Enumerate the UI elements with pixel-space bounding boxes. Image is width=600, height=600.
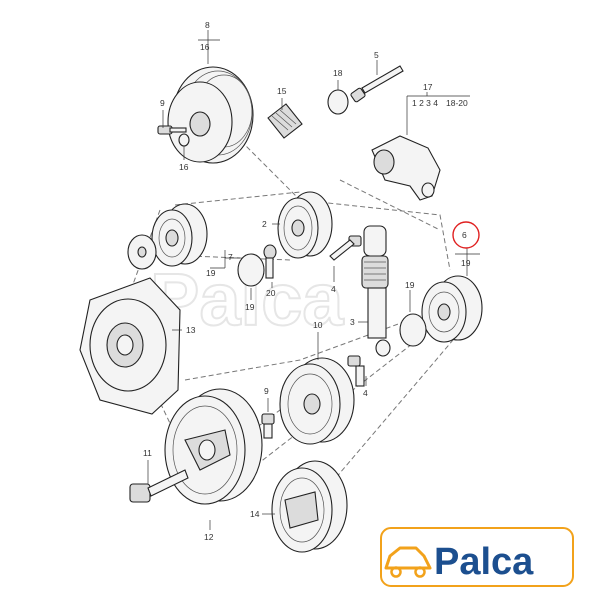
callout-16-top: 16: [200, 42, 210, 52]
washer-part-16: [178, 133, 190, 147]
crankshaft-pulley-part-12: [164, 388, 263, 505]
callout-19-center: 19: [245, 302, 255, 312]
callout-18: 18: [333, 68, 343, 78]
callout-12: 12: [204, 532, 214, 542]
highlight-circle-part-6: [452, 221, 480, 249]
callout-16-washer: 16: [179, 162, 189, 172]
bolt-part-4-upper: [329, 235, 362, 261]
ribbed-belt-part-15: [267, 103, 303, 139]
callout-10: 10: [313, 320, 323, 330]
car-icon: [384, 546, 432, 578]
callout-6: 6: [462, 230, 467, 240]
water-pump-part-13: [79, 277, 181, 415]
dust-cover-part-19-center: [237, 253, 265, 287]
logo-text: Palca: [434, 541, 534, 583]
callout-labels: 8 16 9 16 15 18 5 17 1 2 3 4 18-20 2 7 1…: [143, 20, 471, 542]
callout-5: 5: [374, 50, 379, 60]
callout-8: 8: [205, 20, 210, 30]
callout-11: 11: [143, 448, 152, 458]
tensioner-bracket-part-17: [371, 135, 441, 201]
callout-14: 14: [250, 509, 260, 519]
bolt-part-9-top: [157, 125, 187, 135]
callout-4-upper: 4: [331, 284, 336, 294]
bolt-part-4-lower: [347, 355, 365, 387]
callout-19-left: 19: [206, 268, 216, 278]
bolt-part-9-lower: [261, 413, 275, 439]
palca-logo: Palca: [380, 527, 574, 587]
callout-4-lower: 4: [363, 388, 368, 398]
dust-cover-part-19-right: [399, 313, 427, 347]
callout-3: 3: [350, 317, 355, 327]
callout-17: 17: [423, 82, 433, 92]
tensioner-damper-part-3: [361, 225, 391, 357]
compressor-pulley-part-14: [271, 460, 348, 553]
idler-pulley-part-7: [151, 203, 208, 267]
callout-9-top: 9: [160, 98, 165, 108]
callout-20: 20: [266, 288, 276, 298]
callout-1234: 1 2 3 4: [412, 98, 438, 108]
tensioner-pulley-part-6: [421, 275, 483, 343]
cover-cap-part-18: [327, 89, 349, 115]
callout-19-part6: 19: [461, 258, 471, 268]
power-steering-pulley: [167, 66, 254, 164]
callout-2: 2: [262, 219, 267, 229]
pulley-part-10: [279, 357, 355, 445]
crank-bolt-part-11: [129, 469, 189, 503]
callout-13: 13: [186, 325, 196, 335]
callout-9-lower: 9: [264, 386, 269, 396]
callout-18-20: 18-20: [446, 98, 468, 108]
idler-pulley-part-2: [277, 191, 333, 259]
callout-7: 7: [228, 252, 233, 262]
bolt-part-20: [263, 244, 277, 279]
callout-15: 15: [277, 86, 287, 96]
dust-cover-part-19-left: [127, 234, 157, 270]
callout-19-right: 19: [405, 280, 415, 290]
bolt-part-5: [350, 65, 404, 103]
leader-lines: [147, 30, 480, 530]
